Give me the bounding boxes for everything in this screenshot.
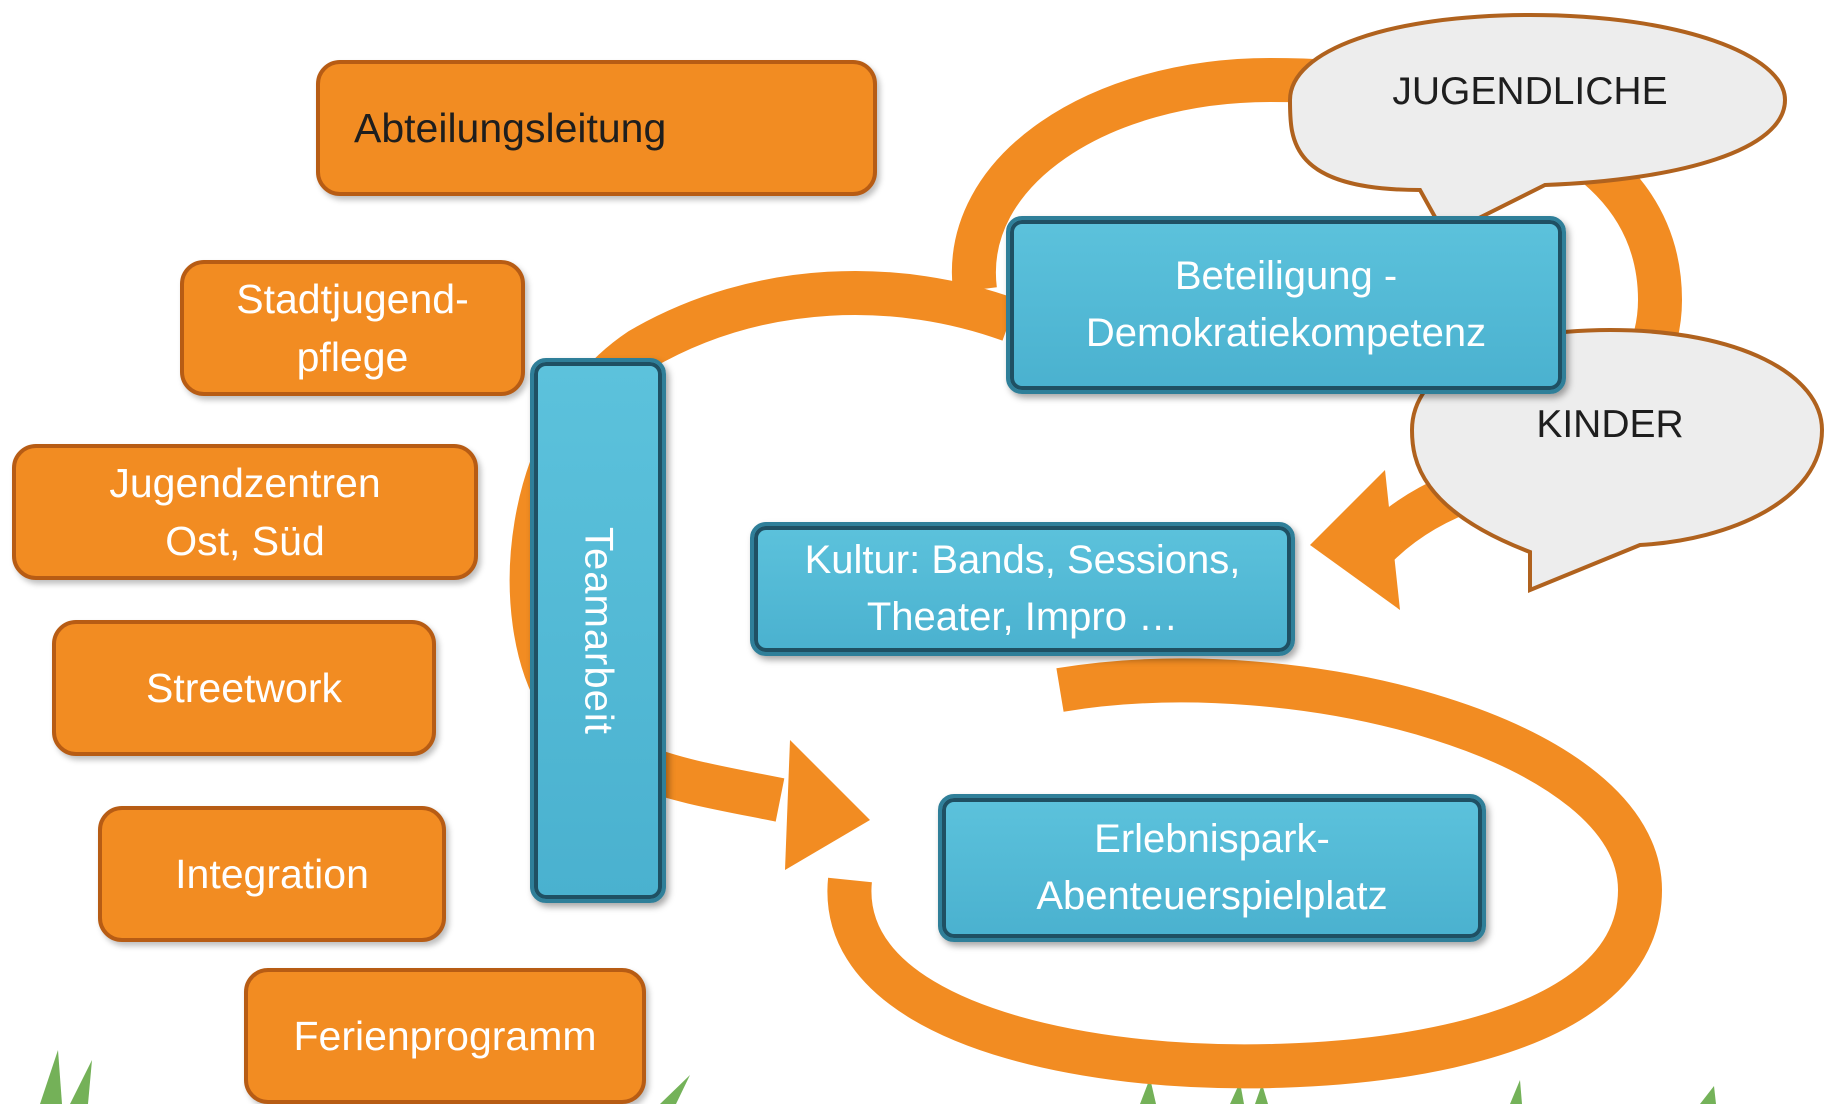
box-youth-centers: Jugendzentren Ost, Süd (12, 444, 478, 580)
box-streetwork: Streetwork (52, 620, 436, 756)
adventure-park-line-2: Abenteuerspielplatz (1036, 874, 1388, 918)
arrow-head-park (785, 740, 870, 870)
department-head-label: Abteilungsleitung (354, 105, 667, 151)
participation-label: Beteiligung - Demokratiekompetenz (1086, 248, 1486, 362)
adventure-park-label: Erlebnispark- Abenteuerspielplatz (1036, 811, 1387, 925)
city-youth-line-2: pflege (296, 334, 409, 380)
holiday-program-label: Ferienprogramm (293, 1013, 597, 1059)
bubble-children (1409, 327, 1825, 593)
box-city-youth: Stadtjugend- pflege (180, 260, 525, 396)
city-youth-label: Stadtjugend- pflege (236, 270, 469, 386)
arrow-head-culture (1310, 470, 1400, 610)
adventure-park-line-1: Erlebnispark- (1094, 817, 1330, 861)
box-participation: Beteiligung - Demokratiekompetenz (1006, 216, 1566, 394)
box-holiday-program: Ferienprogramm (244, 968, 646, 1104)
box-culture: Kultur: Bands, Sessions, Theater, Impro … (750, 522, 1295, 656)
box-department-head: Abteilungsleitung (316, 60, 877, 196)
bubble-children-label: KINDER (1536, 403, 1684, 446)
city-youth-line-1: Stadtjugend- (236, 276, 469, 322)
bubble-youth (1287, 12, 1788, 238)
bubble-youth-label: JUGENDLICHE (1392, 70, 1668, 113)
youth-centers-line-1: Jugendzentren (109, 460, 381, 506)
culture-line-1: Kultur: Bands, Sessions, (804, 538, 1241, 582)
cycle-arrow-bottom (827, 658, 1663, 1089)
box-integration: Integration (98, 806, 446, 942)
streetwork-label: Streetwork (146, 665, 342, 711)
participation-line-1: Beteiligung - (1174, 254, 1398, 298)
box-teamwork: Teamarbeit (530, 358, 666, 903)
culture-label: Kultur: Bands, Sessions, Theater, Impro … (805, 532, 1241, 646)
integration-label: Integration (175, 851, 369, 897)
box-adventure-park: Erlebnispark- Abenteuerspielplatz (938, 794, 1486, 942)
participation-line-2: Demokratiekompetenz (1085, 311, 1487, 355)
teamwork-label: Teamarbeit (576, 526, 621, 735)
youth-centers-line-2: Ost, Süd (165, 518, 325, 564)
culture-line-2: Theater, Impro … (866, 595, 1179, 639)
youth-centers-label: Jugendzentren Ost, Süd (109, 454, 380, 570)
